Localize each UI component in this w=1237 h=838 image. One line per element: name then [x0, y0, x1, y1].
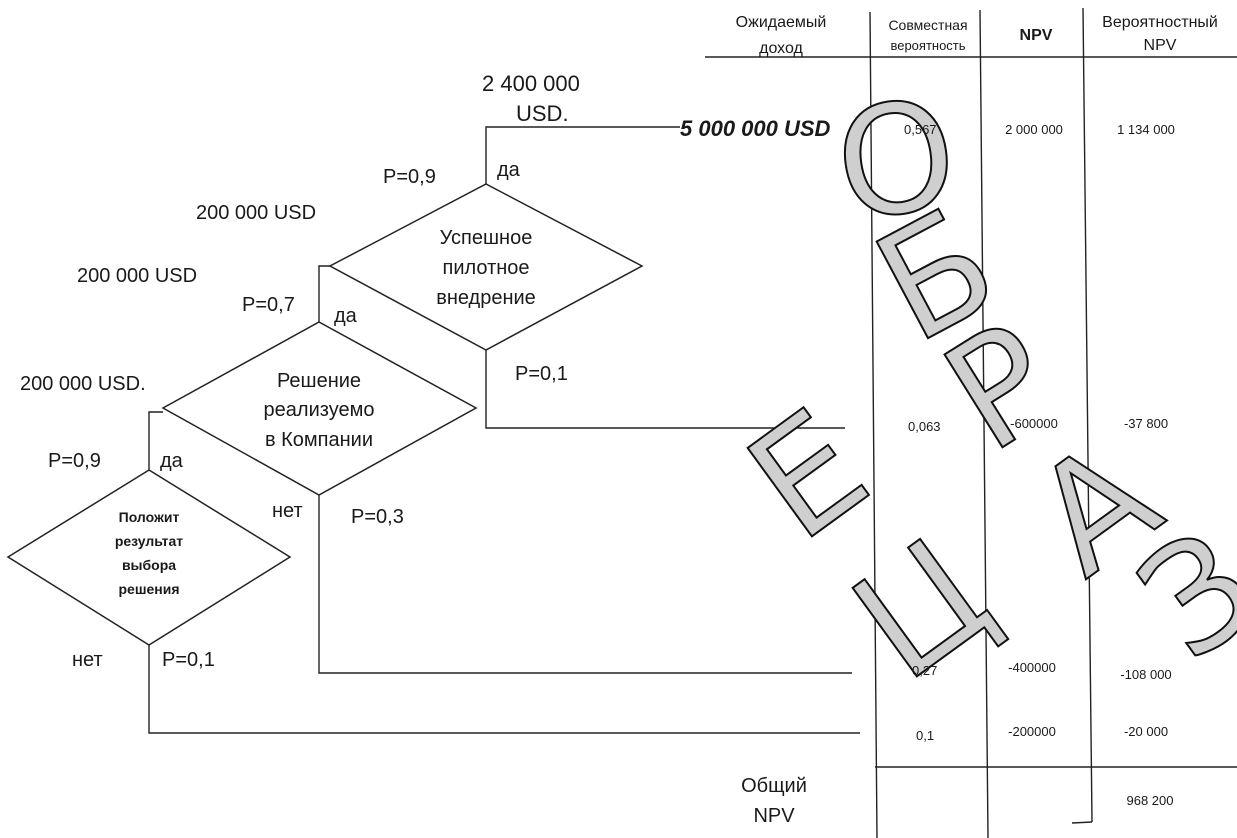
- row-2-npv: -600000: [1010, 416, 1058, 431]
- table-grid: [705, 7, 1237, 838]
- decision-node-2-label-2: реализуемо: [264, 399, 375, 421]
- header-probabilistic-npv-line1: Вероятностный: [1102, 14, 1218, 31]
- decision-node-1: [6, 469, 292, 646]
- decision-node-2-label-3: в Компании: [265, 429, 373, 451]
- row-3-probabilistic-npv: -108 000: [1120, 667, 1171, 682]
- row-1-npv: 2 000 000: [1005, 122, 1063, 137]
- branch-n2-yes-probability: P=0,7: [242, 294, 295, 316]
- decision-node-1-label-1: Положит: [119, 509, 180, 525]
- decision-node-3: [328, 183, 644, 351]
- connector-n2-yes: [318, 265, 330, 322]
- row-1-probabilistic-npv: 1 134 000: [1117, 122, 1175, 137]
- header-probabilistic-npv-line2: NPV: [1144, 37, 1177, 54]
- column-divider-2: [979, 9, 989, 838]
- cost-stage-1: 200 000 USD.: [20, 373, 146, 395]
- tree-connectors: [148, 126, 860, 734]
- table-header: Ожидаемый доход Совместная вероятность N…: [736, 14, 1218, 57]
- branch-n1-no-label: нет: [72, 649, 103, 671]
- column-divider-3: [1082, 7, 1093, 823]
- column-divider-3-tail: [1071, 821, 1093, 824]
- row-4-npv: -200000: [1008, 724, 1056, 739]
- decision-nodes: Положит результат выбора решения Решение…: [6, 183, 644, 646]
- row-4-joint-probability: 0,1: [916, 728, 934, 743]
- row-1-joint-probability: 0,567: [904, 122, 937, 137]
- header-expected-income-line2: доход: [759, 40, 803, 57]
- branch-n1-yes-label: да: [160, 450, 184, 472]
- decision-node-2-label-1: Решение: [277, 370, 361, 392]
- decision-node-1-label-2: результат: [115, 533, 183, 549]
- connector-n3-no: [485, 350, 845, 429]
- decision-node-3-label-2: пилотное: [442, 257, 529, 279]
- total-npv-value: 968 200: [1127, 793, 1174, 808]
- branch-n2-no-probability: P=0,3: [351, 506, 404, 528]
- branch-n1-no-probability: P=0,1: [162, 649, 215, 671]
- branch-labels: P=0,9 да нет P=0,1 P=0,7 да нет P=0,3 P=…: [48, 159, 568, 671]
- branch-n2-yes-label: да: [334, 305, 358, 327]
- header-npv: NPV: [1020, 27, 1053, 44]
- header-joint-probability-line2: вероятность: [890, 38, 965, 53]
- connector-n1-yes: [148, 411, 163, 470]
- cost-labels: 200 000 USD. 200 000 USD 200 000 USD 2 4…: [20, 71, 580, 395]
- branch-n2-no-label: нет: [272, 500, 303, 522]
- total-npv-label-line1: Общий: [741, 775, 807, 797]
- row-2-probabilistic-npv: -37 800: [1124, 416, 1168, 431]
- connector-n2-no: [318, 495, 852, 674]
- row-2-joint-probability: 0,063: [908, 419, 941, 434]
- branch-n3-yes-probability: P=0,9: [383, 166, 436, 188]
- branch-n3-yes-label: да: [497, 159, 521, 181]
- cost-stage-2: 200 000 USD: [77, 265, 197, 287]
- row-1-expected-income: 5 000 000 USD: [680, 116, 831, 141]
- column-divider-1: [869, 11, 878, 838]
- cost-stage-4-line2: USD.: [516, 101, 569, 126]
- connector-n3-yes: [485, 126, 680, 184]
- header-expected-income-line1: Ожидаемый: [736, 14, 827, 31]
- row-4-probabilistic-npv: -20 000: [1124, 724, 1168, 739]
- table-values: 5 000 000 USD 0,567 2 000 000 1 134 000 …: [680, 116, 1175, 827]
- decision-node-3-label-1: Успешное: [440, 227, 533, 249]
- branch-n3-no-probability: P=0,1: [515, 363, 568, 385]
- connector-n1-no: [148, 645, 860, 734]
- decision-node-1-label-4: решения: [118, 581, 179, 597]
- watermark: О Б Р А З Е Ц: [718, 66, 1237, 715]
- branch-n1-yes-probability: P=0,9: [48, 450, 101, 472]
- watermark-letter-1: О: [826, 67, 967, 256]
- row-3-joint-probability: 0,27: [912, 663, 937, 678]
- cost-stage-3: 200 000 USD: [196, 202, 316, 224]
- header-joint-probability-line1: Совместная: [888, 17, 967, 33]
- decision-node-1-label-3: выбора: [122, 557, 176, 573]
- total-npv-label-line2: NPV: [753, 805, 795, 827]
- decision-node-2: [161, 321, 478, 496]
- cost-stage-4-line1: 2 400 000: [482, 71, 580, 96]
- decision-node-3-label-3: внедрение: [436, 287, 536, 309]
- row-3-npv: -400000: [1008, 660, 1056, 675]
